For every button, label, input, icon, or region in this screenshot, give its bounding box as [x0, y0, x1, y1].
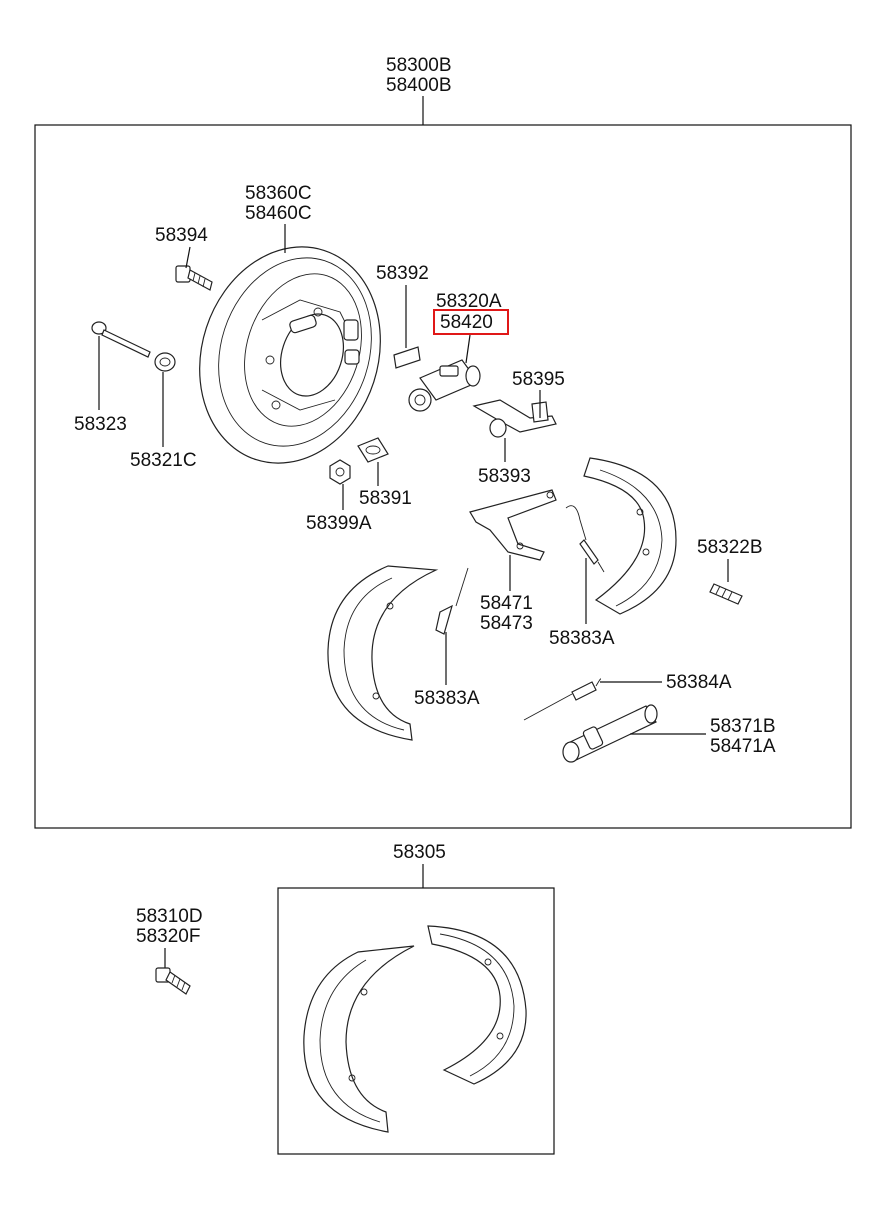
- label-58383A-left[interactable]: 58383A: [414, 688, 480, 709]
- label-58321C[interactable]: 58321C: [130, 450, 197, 471]
- bolt-58394-drawing: [175, 265, 213, 291]
- label-58322B[interactable]: 58322B: [697, 537, 763, 558]
- label-58300B[interactable]: 58300B: [386, 55, 452, 76]
- label-58323[interactable]: 58323: [74, 414, 127, 435]
- spring-58384A-drawing: [523, 678, 601, 721]
- spring-58383A-right-drawing: [565, 505, 605, 573]
- label-58320A[interactable]: 58320A: [436, 291, 502, 312]
- spring-58383A-left-drawing: [435, 567, 469, 635]
- lever-58393-drawing: [472, 399, 557, 438]
- leader-58420: [465, 334, 471, 364]
- left-brake-shoe-drawing: [327, 565, 439, 741]
- grommet-58391-drawing: [357, 437, 389, 463]
- adjuster-58371B-drawing: [562, 704, 658, 763]
- kit-left-shoe-drawing: [303, 945, 415, 1133]
- label-58399A[interactable]: 58399A: [306, 513, 372, 534]
- parking-lever-drawing: [469, 489, 557, 561]
- plate-58392-drawing: [393, 346, 421, 369]
- label-58393[interactable]: 58393: [478, 466, 531, 487]
- label-58471A[interactable]: 58471A: [710, 736, 776, 757]
- nut-58399A-drawing: [329, 459, 351, 485]
- pin-58323-drawing: [91, 321, 151, 358]
- label-58360C[interactable]: 58360C: [245, 183, 312, 204]
- label-58383A-right[interactable]: 58383A: [549, 628, 615, 649]
- label-58305[interactable]: 58305: [393, 842, 446, 863]
- spring-58322B-drawing: [709, 583, 743, 605]
- label-58394[interactable]: 58394: [155, 225, 208, 246]
- backing-plate-drawing: [199, 246, 381, 464]
- wheel-cylinder-drawing: [408, 359, 481, 412]
- label-58420[interactable]: 58420: [440, 312, 493, 333]
- main-assembly-frame: [34, 124, 852, 829]
- label-58473[interactable]: 58473: [480, 613, 533, 634]
- label-58395[interactable]: 58395: [512, 369, 565, 390]
- cup-58321C-drawing: [154, 352, 176, 372]
- label-58384A[interactable]: 58384A: [666, 672, 732, 693]
- label-58320F[interactable]: 58320F: [136, 926, 200, 947]
- shoe-kit-frame: [277, 887, 555, 1155]
- label-58471[interactable]: 58471: [480, 593, 533, 614]
- label-58460C[interactable]: 58460C: [245, 203, 312, 224]
- highlight-box-58420: [433, 309, 509, 335]
- label-58400B[interactable]: 58400B: [386, 75, 452, 96]
- label-58310D[interactable]: 58310D: [136, 906, 203, 927]
- kit-right-shoe-drawing: [427, 925, 527, 1085]
- label-58391[interactable]: 58391: [359, 488, 412, 509]
- leader-58394: [185, 246, 191, 269]
- bolt-58310D-drawing: [155, 967, 191, 995]
- label-58392[interactable]: 58392: [376, 263, 429, 284]
- right-brake-shoe-drawing: [583, 457, 677, 615]
- label-58371B[interactable]: 58371B: [710, 716, 776, 737]
